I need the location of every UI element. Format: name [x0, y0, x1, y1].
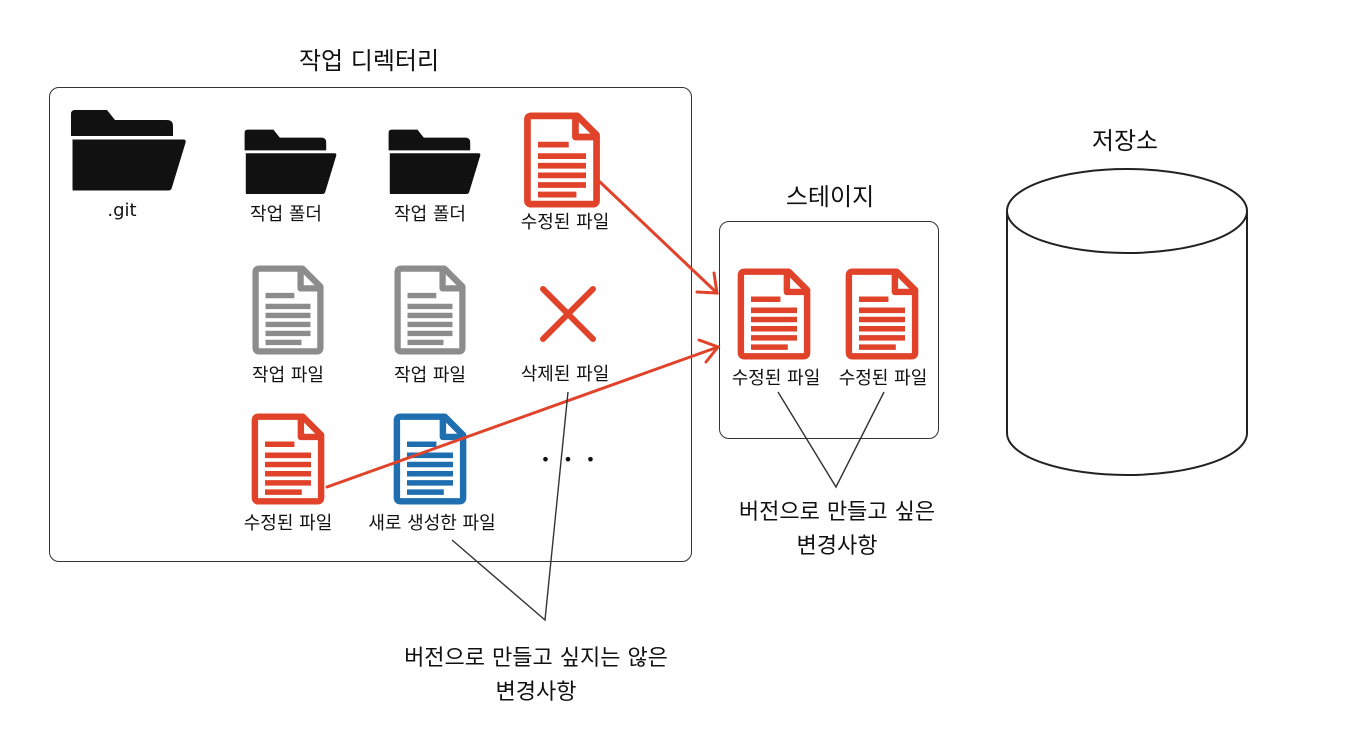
file-label: 삭제된 파일 — [520, 364, 610, 385]
staged-note-pointer — [777, 391, 885, 489]
cylinder-icon — [1006, 168, 1248, 476]
file-label: 새로 생성한 파일 — [368, 513, 496, 534]
unstaged-changes-note: 버전으로 만들고 싶지는 않은 변경사항 — [404, 642, 668, 710]
stage-panel — [719, 221, 939, 439]
file-label: 수정된 파일 — [838, 368, 928, 389]
unstaged-note-pointer — [451, 391, 569, 622]
note-line: 변경사항 — [495, 680, 577, 705]
folder-label: .git — [107, 200, 137, 221]
folder-icon — [69, 110, 189, 194]
file-icon — [393, 413, 467, 505]
file-icon — [252, 265, 324, 355]
folder-icon — [243, 129, 339, 197]
stage-title: 스테이지 — [785, 183, 875, 211]
repository-title: 저장소 — [1091, 127, 1159, 155]
working-directory-title: 작업 디렉터리 — [298, 47, 440, 75]
working-directory-panel — [49, 87, 692, 562]
note-line: 변경사항 — [796, 534, 878, 559]
file-icon — [524, 112, 600, 208]
file-label: 작업 파일 — [394, 365, 466, 386]
folder-label: 작업 폴더 — [394, 204, 466, 225]
ellipsis-icon: • • • — [540, 450, 600, 469]
file-icon — [845, 268, 919, 360]
file-icon — [737, 268, 811, 360]
note-line: 버전으로 만들고 싶지는 않은 — [404, 646, 668, 671]
staged-changes-note: 버전으로 만들고 싶은 변경사항 — [739, 496, 935, 564]
x-mark-icon — [540, 286, 596, 342]
folder-icon — [387, 129, 483, 197]
staging-arrow-bottom — [325, 338, 721, 489]
file-icon — [251, 413, 325, 505]
file-label: 작업 파일 — [252, 365, 324, 386]
file-label: 수정된 파일 — [731, 368, 821, 389]
file-icon — [394, 265, 466, 355]
staging-arrow-top — [598, 180, 719, 295]
file-label: 수정된 파일 — [520, 212, 610, 233]
folder-label: 작업 폴더 — [250, 204, 322, 225]
file-label: 수정된 파일 — [243, 513, 333, 534]
note-line: 버전으로 만들고 싶은 — [738, 500, 936, 525]
